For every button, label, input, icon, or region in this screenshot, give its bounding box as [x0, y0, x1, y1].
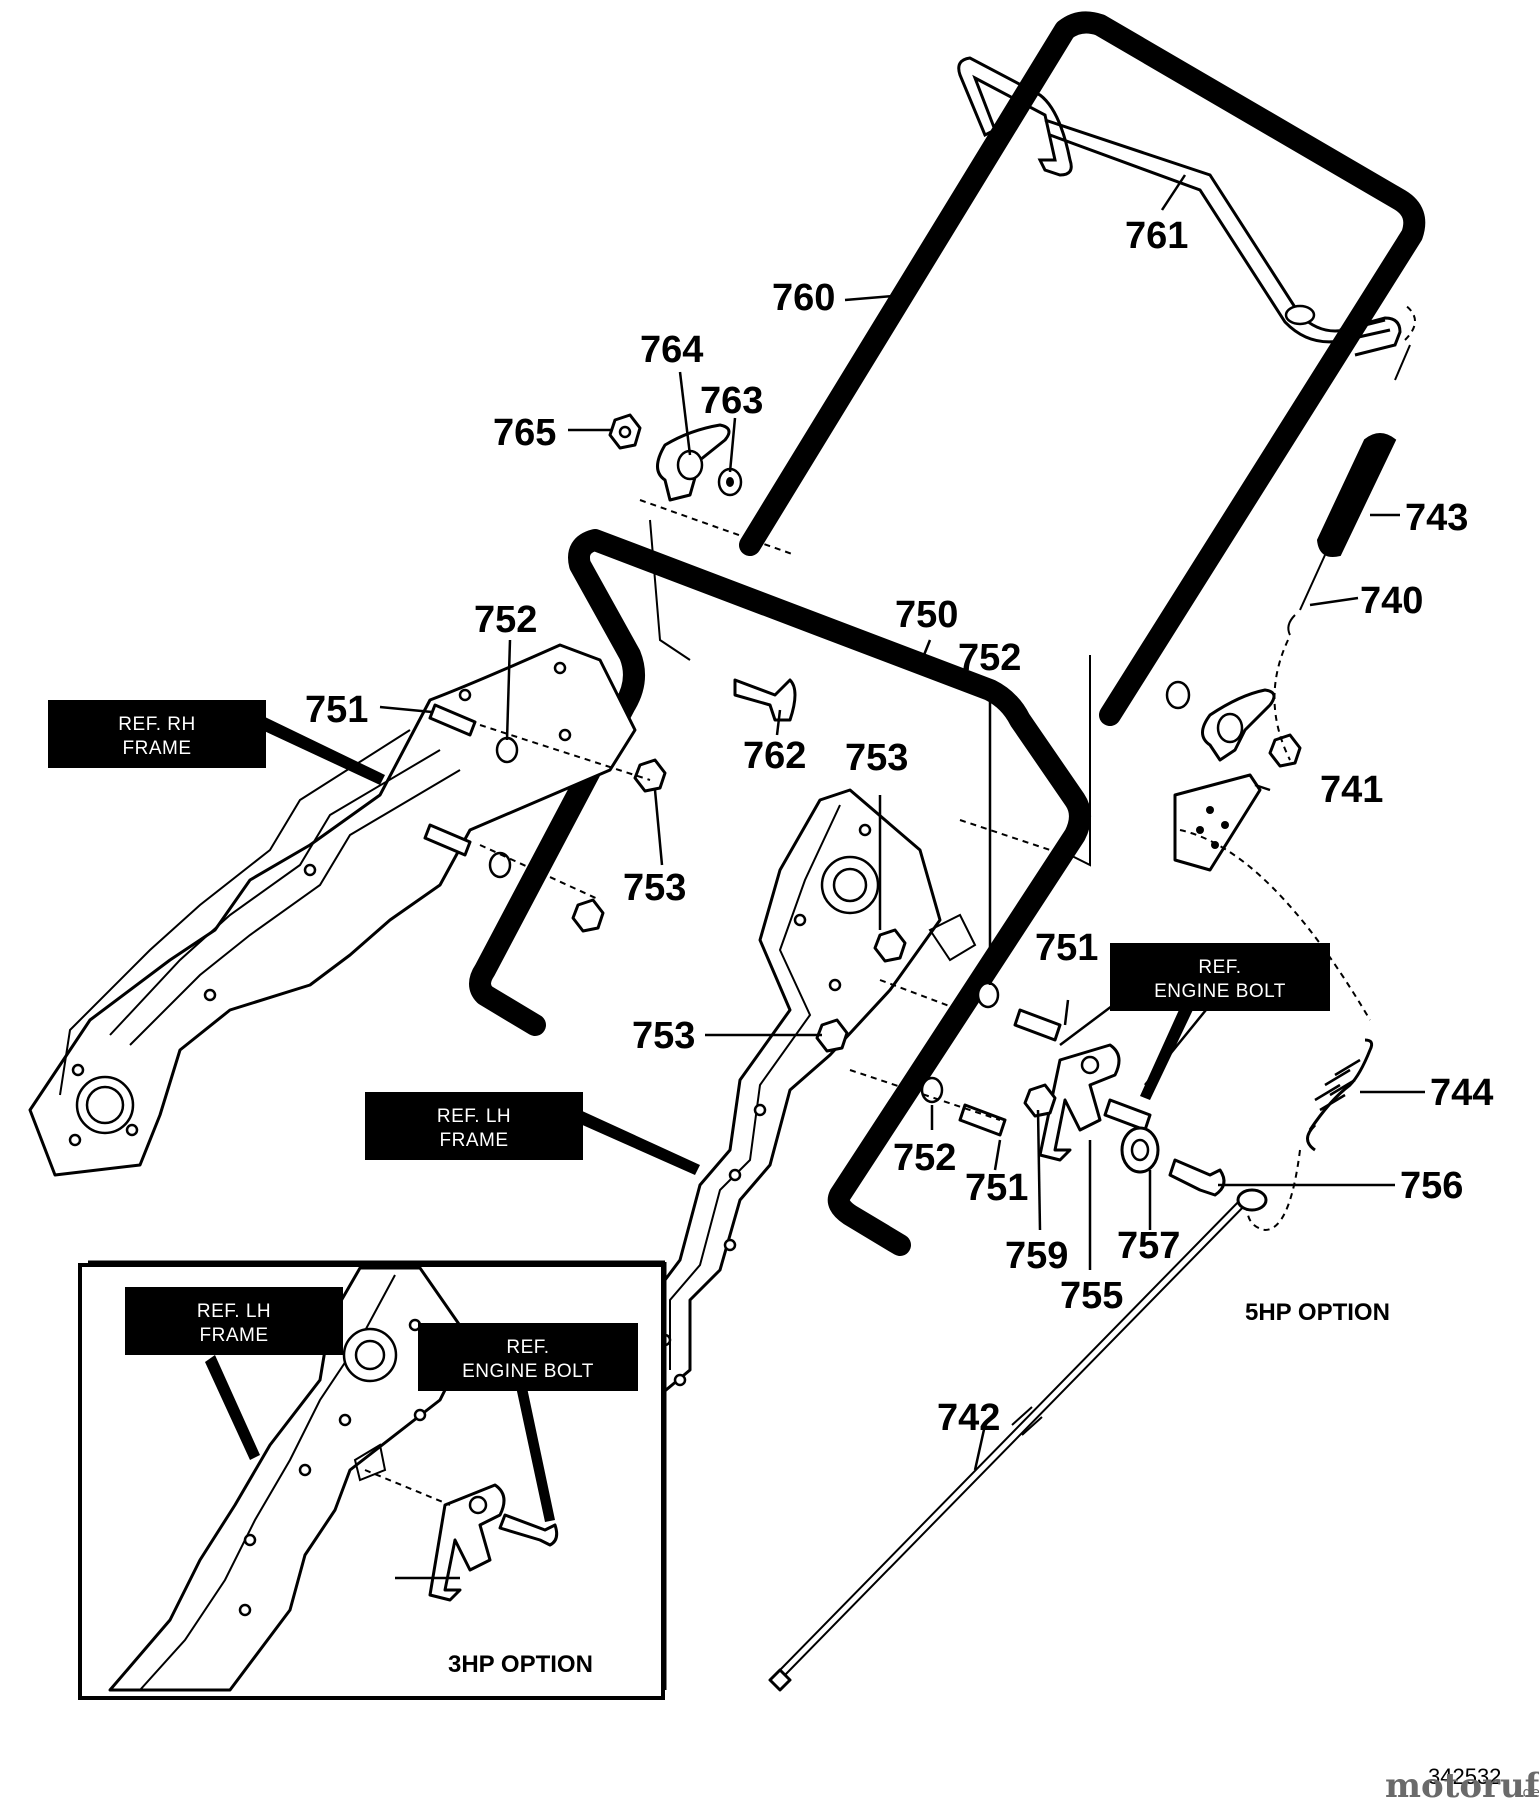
- label-753-c: 753: [632, 1015, 695, 1057]
- drawing-number: 342532: [1428, 1764, 1501, 1789]
- label-752-low: 752: [893, 1137, 956, 1179]
- bolt-762: [733, 678, 797, 722]
- label-765: 765: [493, 412, 556, 454]
- ref-box-lh-frame: REF. LH FRAME: [365, 1092, 583, 1160]
- inset-ref-engine-bolt-line2: ENGINE BOLT: [462, 1361, 594, 1382]
- label-751-top: 751: [305, 689, 368, 731]
- ref-engine-bolt-line2: ENGINE BOLT: [1154, 981, 1286, 1002]
- control-bail-761: [957, 56, 1402, 357]
- label-753-b: 753: [623, 867, 686, 909]
- bracket-755-main: [1038, 1043, 1121, 1162]
- lower-handle-750: [469, 529, 1091, 1256]
- label-761: 761: [1125, 215, 1188, 257]
- label-755-main: 755: [1060, 1275, 1123, 1317]
- inset-bracket-755: [428, 1483, 506, 1602]
- label-760: 760: [772, 277, 835, 319]
- washers-752: [488, 736, 1000, 1104]
- caption-3hp-option: 3HP OPTION: [448, 1651, 593, 1678]
- watermark-brand: motoruf: [1385, 1766, 1539, 1800]
- ref-rh-frame-line1: REF. RH: [118, 714, 195, 735]
- ref-box-inset-engine-bolt: REF. ENGINE BOLT: [418, 1323, 638, 1391]
- label-741: 741: [1320, 769, 1383, 811]
- label-757: 757: [1117, 1225, 1180, 1267]
- nut-759: [1023, 1083, 1057, 1118]
- ref-pointers: [262, 717, 1200, 1175]
- ref-lh-frame-line1: REF. LH: [437, 1106, 511, 1127]
- ref-box-engine-bolt: REF. ENGINE BOLT: [1110, 943, 1330, 1011]
- lh-frame: [618, 788, 977, 1412]
- label-743: 743: [1405, 497, 1468, 539]
- label-762: 762: [743, 735, 806, 777]
- cable-740: [1273, 304, 1416, 761]
- bracket-741: [1173, 773, 1262, 872]
- label-740: 740: [1360, 580, 1423, 622]
- rh-frame: [28, 643, 637, 1177]
- ref-engine-bolt-line1: REF.: [1198, 957, 1241, 978]
- knob-764: [656, 423, 731, 502]
- label-752-top: 752: [474, 599, 537, 641]
- upper-handle-760: [739, 11, 1426, 726]
- cable-boot-743: [1316, 433, 1397, 557]
- ref-box-rh-frame: REF. RH FRAME: [48, 700, 266, 768]
- ref-box-inset-lh-frame: REF. LH FRAME: [125, 1287, 343, 1355]
- label-742: 742: [937, 1397, 1000, 1439]
- label-750: 750: [895, 594, 958, 636]
- label-751-mid: 751: [1035, 927, 1098, 969]
- spring-744: [1306, 1038, 1374, 1152]
- spacer-757: [1120, 1126, 1160, 1174]
- ref-lh-frame-line2: FRAME: [440, 1130, 509, 1151]
- label-751-low: 751: [965, 1167, 1028, 1209]
- inset-ref-lh-frame-line2: FRAME: [200, 1325, 269, 1346]
- inset-ref-lh-frame-line1: REF. LH: [197, 1301, 271, 1322]
- watermark-suffix: .de: [1518, 1785, 1539, 1800]
- right-knob: [1165, 680, 1302, 768]
- label-752-mid: 752: [958, 637, 1021, 679]
- inset-engine-bolt: [498, 1513, 559, 1547]
- label-763: 763: [700, 380, 763, 422]
- shoulder-bolt-756: [1168, 1158, 1226, 1197]
- ref-rh-frame-line2: FRAME: [123, 738, 192, 759]
- dashed-cable-routing: [1179, 829, 1371, 1232]
- label-764: 764: [640, 329, 703, 371]
- caption-5hp-option: 5HP OPTION: [1245, 1299, 1390, 1326]
- alignment-lines: [479, 499, 1091, 1121]
- part-number-labels: 760 761 764 763 765 743 740 752 751 750 …: [305, 215, 1493, 1597]
- cable-742: [768, 1188, 1268, 1692]
- label-744: 744: [1430, 1072, 1493, 1114]
- inset-3hp-option: REF. LH FRAME REF. ENGINE BOLT: [78, 1260, 667, 1700]
- label-753-a: 753: [845, 737, 908, 779]
- label-759: 759: [1005, 1235, 1068, 1277]
- nuts-753: [571, 758, 907, 1053]
- label-756: 756: [1400, 1165, 1463, 1207]
- inset-ref-engine-bolt-line1: REF.: [506, 1337, 549, 1358]
- nut-765: [608, 413, 642, 450]
- washer-763: [717, 467, 743, 497]
